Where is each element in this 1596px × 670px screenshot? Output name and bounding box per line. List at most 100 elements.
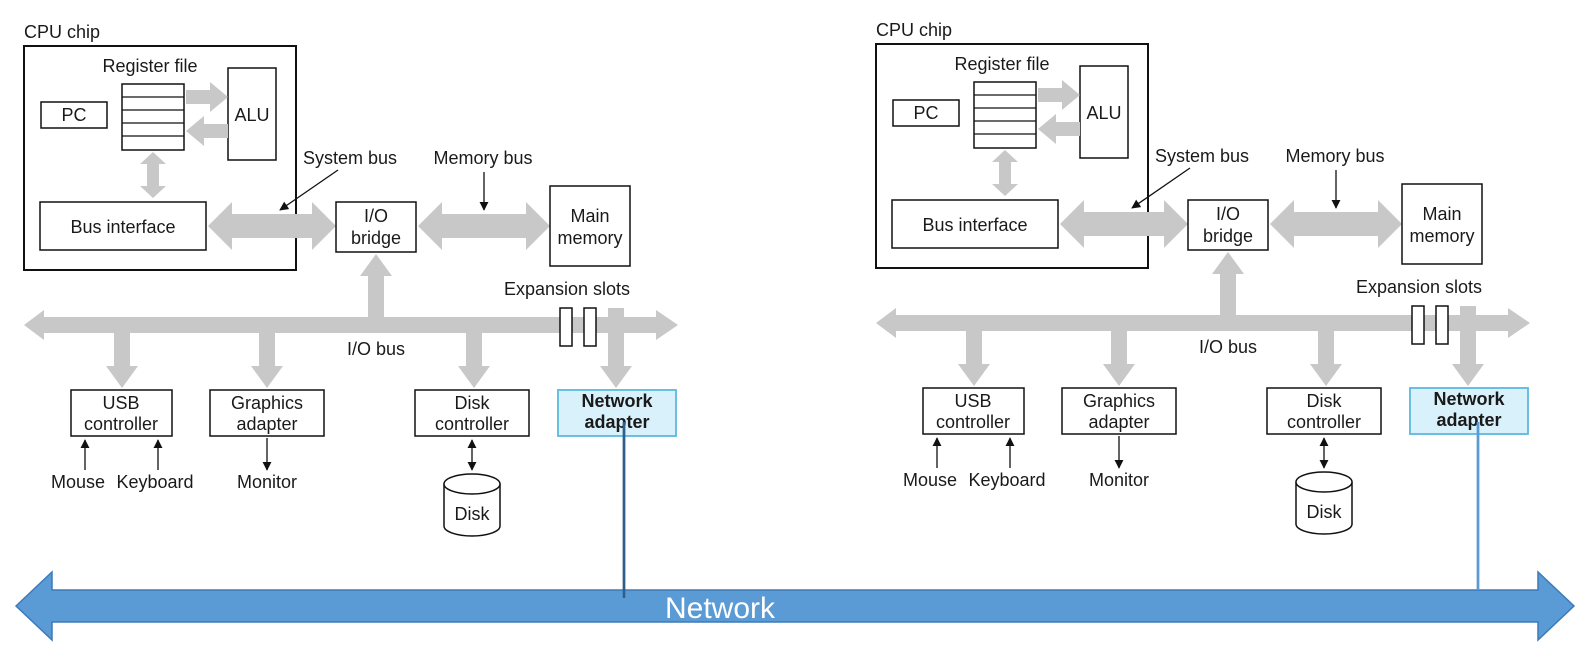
cpu-chip-label: CPU chip — [24, 22, 100, 42]
memory-bus-label: Memory bus — [1285, 146, 1384, 166]
graphics-adapter-label-line1: Graphics — [231, 393, 303, 413]
io-bridge-box — [1187, 199, 1269, 251]
expansion-slots-label: Expansion slots — [1356, 277, 1482, 297]
io-bus-to-usb-arrow — [958, 331, 990, 386]
memory-bus-arrow — [1270, 200, 1402, 248]
pc-label: PC — [61, 105, 86, 125]
graphics-adapter-box — [209, 389, 325, 437]
main-memory-label-line1: Main — [1422, 204, 1461, 224]
pc-label: PC — [913, 103, 938, 123]
network-adapter-box — [557, 389, 677, 437]
disk-cylinder — [1295, 471, 1353, 535]
network-label: Network — [665, 592, 776, 625]
computer-left: CPU chip Register file PC ALU Bus interf… — [23, 22, 678, 598]
register-file — [973, 81, 1037, 149]
system-bus-label: System bus — [1155, 146, 1249, 166]
regfile-to-alu-arrow — [186, 82, 228, 112]
alu-to-regfile-arrow — [186, 116, 228, 146]
bus-interface-box — [891, 199, 1059, 249]
bus-interface-box — [39, 201, 207, 251]
cpu-chip-label: CPU chip — [876, 20, 952, 40]
system-bus-pointer — [1131, 167, 1191, 209]
register-file — [121, 83, 185, 151]
bus-interface-label: Bus interface — [70, 217, 175, 237]
io-bus-to-graphics-arrow — [251, 333, 283, 388]
main-memory-box — [549, 185, 631, 267]
io-bus-to-disk-controller-arrow — [458, 333, 490, 388]
usb-controller-label-line2: controller — [84, 414, 158, 434]
disk-controller-label-line1: Disk — [455, 393, 491, 413]
pc-box — [40, 101, 108, 129]
graphics-adapter-box — [1061, 387, 1177, 435]
io-bus-to-usb-arrow — [106, 333, 138, 388]
main-memory-label-line1: Main — [570, 206, 609, 226]
usb-controller-box — [922, 387, 1025, 435]
io-bus-to-network-adapter-arrow — [1452, 306, 1484, 386]
graphics-adapter-label-line2: adapter — [236, 414, 297, 434]
network-adapter-label-line1: Network — [581, 391, 653, 411]
io-bridge-to-io-bus-arrow — [1212, 252, 1244, 315]
network-adapter-label-line2: adapter — [584, 412, 649, 432]
alu-box — [227, 67, 277, 161]
alu-label: ALU — [234, 105, 269, 125]
register-file-label: Register file — [954, 54, 1049, 74]
alu-to-regfile-arrow — [1038, 114, 1080, 144]
io-bridge-box — [335, 201, 417, 253]
io-bridge-label-line1: I/O — [364, 206, 388, 226]
disk-cylinder — [443, 473, 501, 537]
mouse-label: Mouse — [903, 470, 957, 490]
memory-bus-label: Memory bus — [433, 148, 532, 168]
io-bus-to-disk-controller-arrow — [1310, 331, 1342, 386]
bus-interface-label: Bus interface — [922, 215, 1027, 235]
keyboard-label: Keyboard — [968, 470, 1045, 490]
graphics-adapter-label-line1: Graphics — [1083, 391, 1155, 411]
system-bus-pointer — [279, 169, 339, 211]
main-memory-label-line2: memory — [557, 228, 622, 248]
system-bus-arrow — [1060, 200, 1188, 248]
network-adapter-box — [1409, 387, 1529, 435]
usb-controller-label-line1: USB — [102, 393, 139, 413]
disk-controller-box — [414, 389, 530, 437]
main-memory-label-line2: memory — [1409, 226, 1474, 246]
disk-controller-box — [1266, 387, 1382, 435]
io-bus-label: I/O bus — [1199, 337, 1257, 357]
system-bus-label: System bus — [303, 148, 397, 168]
pc-box — [892, 99, 960, 127]
monitor-label: Monitor — [1089, 470, 1149, 490]
io-bus-to-network-adapter-arrow — [600, 308, 632, 388]
disk-controller-label-line2: controller — [1287, 412, 1361, 432]
expansion-slot-2 — [1435, 305, 1449, 345]
io-bus-to-graphics-arrow — [1103, 331, 1135, 386]
regfile-businterface-arrow — [140, 152, 166, 198]
regfile-businterface-arrow — [992, 150, 1018, 196]
io-bridge-label-line1: I/O — [1216, 204, 1240, 224]
usb-controller-label-line1: USB — [954, 391, 991, 411]
usb-controller-box — [70, 389, 173, 437]
disk-label: Disk — [1307, 502, 1343, 522]
computer-right: CPU chip Register file PC ALU Bus interf… — [875, 20, 1530, 598]
keyboard-label: Keyboard — [116, 472, 193, 492]
io-bridge-label-line2: bridge — [1203, 226, 1253, 246]
regfile-to-alu-arrow — [1038, 80, 1080, 110]
monitor-label: Monitor — [237, 472, 297, 492]
memory-bus-arrow — [418, 202, 550, 250]
network-adapter-label-line1: Network — [1433, 389, 1505, 409]
system-bus-arrow — [208, 202, 336, 250]
main-memory-box — [1401, 183, 1483, 265]
cpu-chip-box — [23, 45, 297, 271]
alu-box — [1079, 65, 1129, 159]
network-adapter-label-line2: adapter — [1436, 410, 1501, 430]
io-bridge-label-line2: bridge — [351, 228, 401, 248]
graphics-adapter-label-line2: adapter — [1088, 412, 1149, 432]
disk-label: Disk — [455, 504, 491, 524]
cpu-chip-box — [875, 43, 1149, 269]
io-bus-arrow — [24, 310, 678, 340]
disk-controller-label-line1: Disk — [1307, 391, 1343, 411]
expansion-slot-1 — [559, 307, 573, 347]
disk-controller-label-line2: controller — [435, 414, 509, 434]
io-bus-arrow — [876, 308, 1530, 338]
io-bus-label: I/O bus — [347, 339, 405, 359]
expansion-slot-2 — [583, 307, 597, 347]
io-bridge-to-io-bus-arrow — [360, 254, 392, 317]
